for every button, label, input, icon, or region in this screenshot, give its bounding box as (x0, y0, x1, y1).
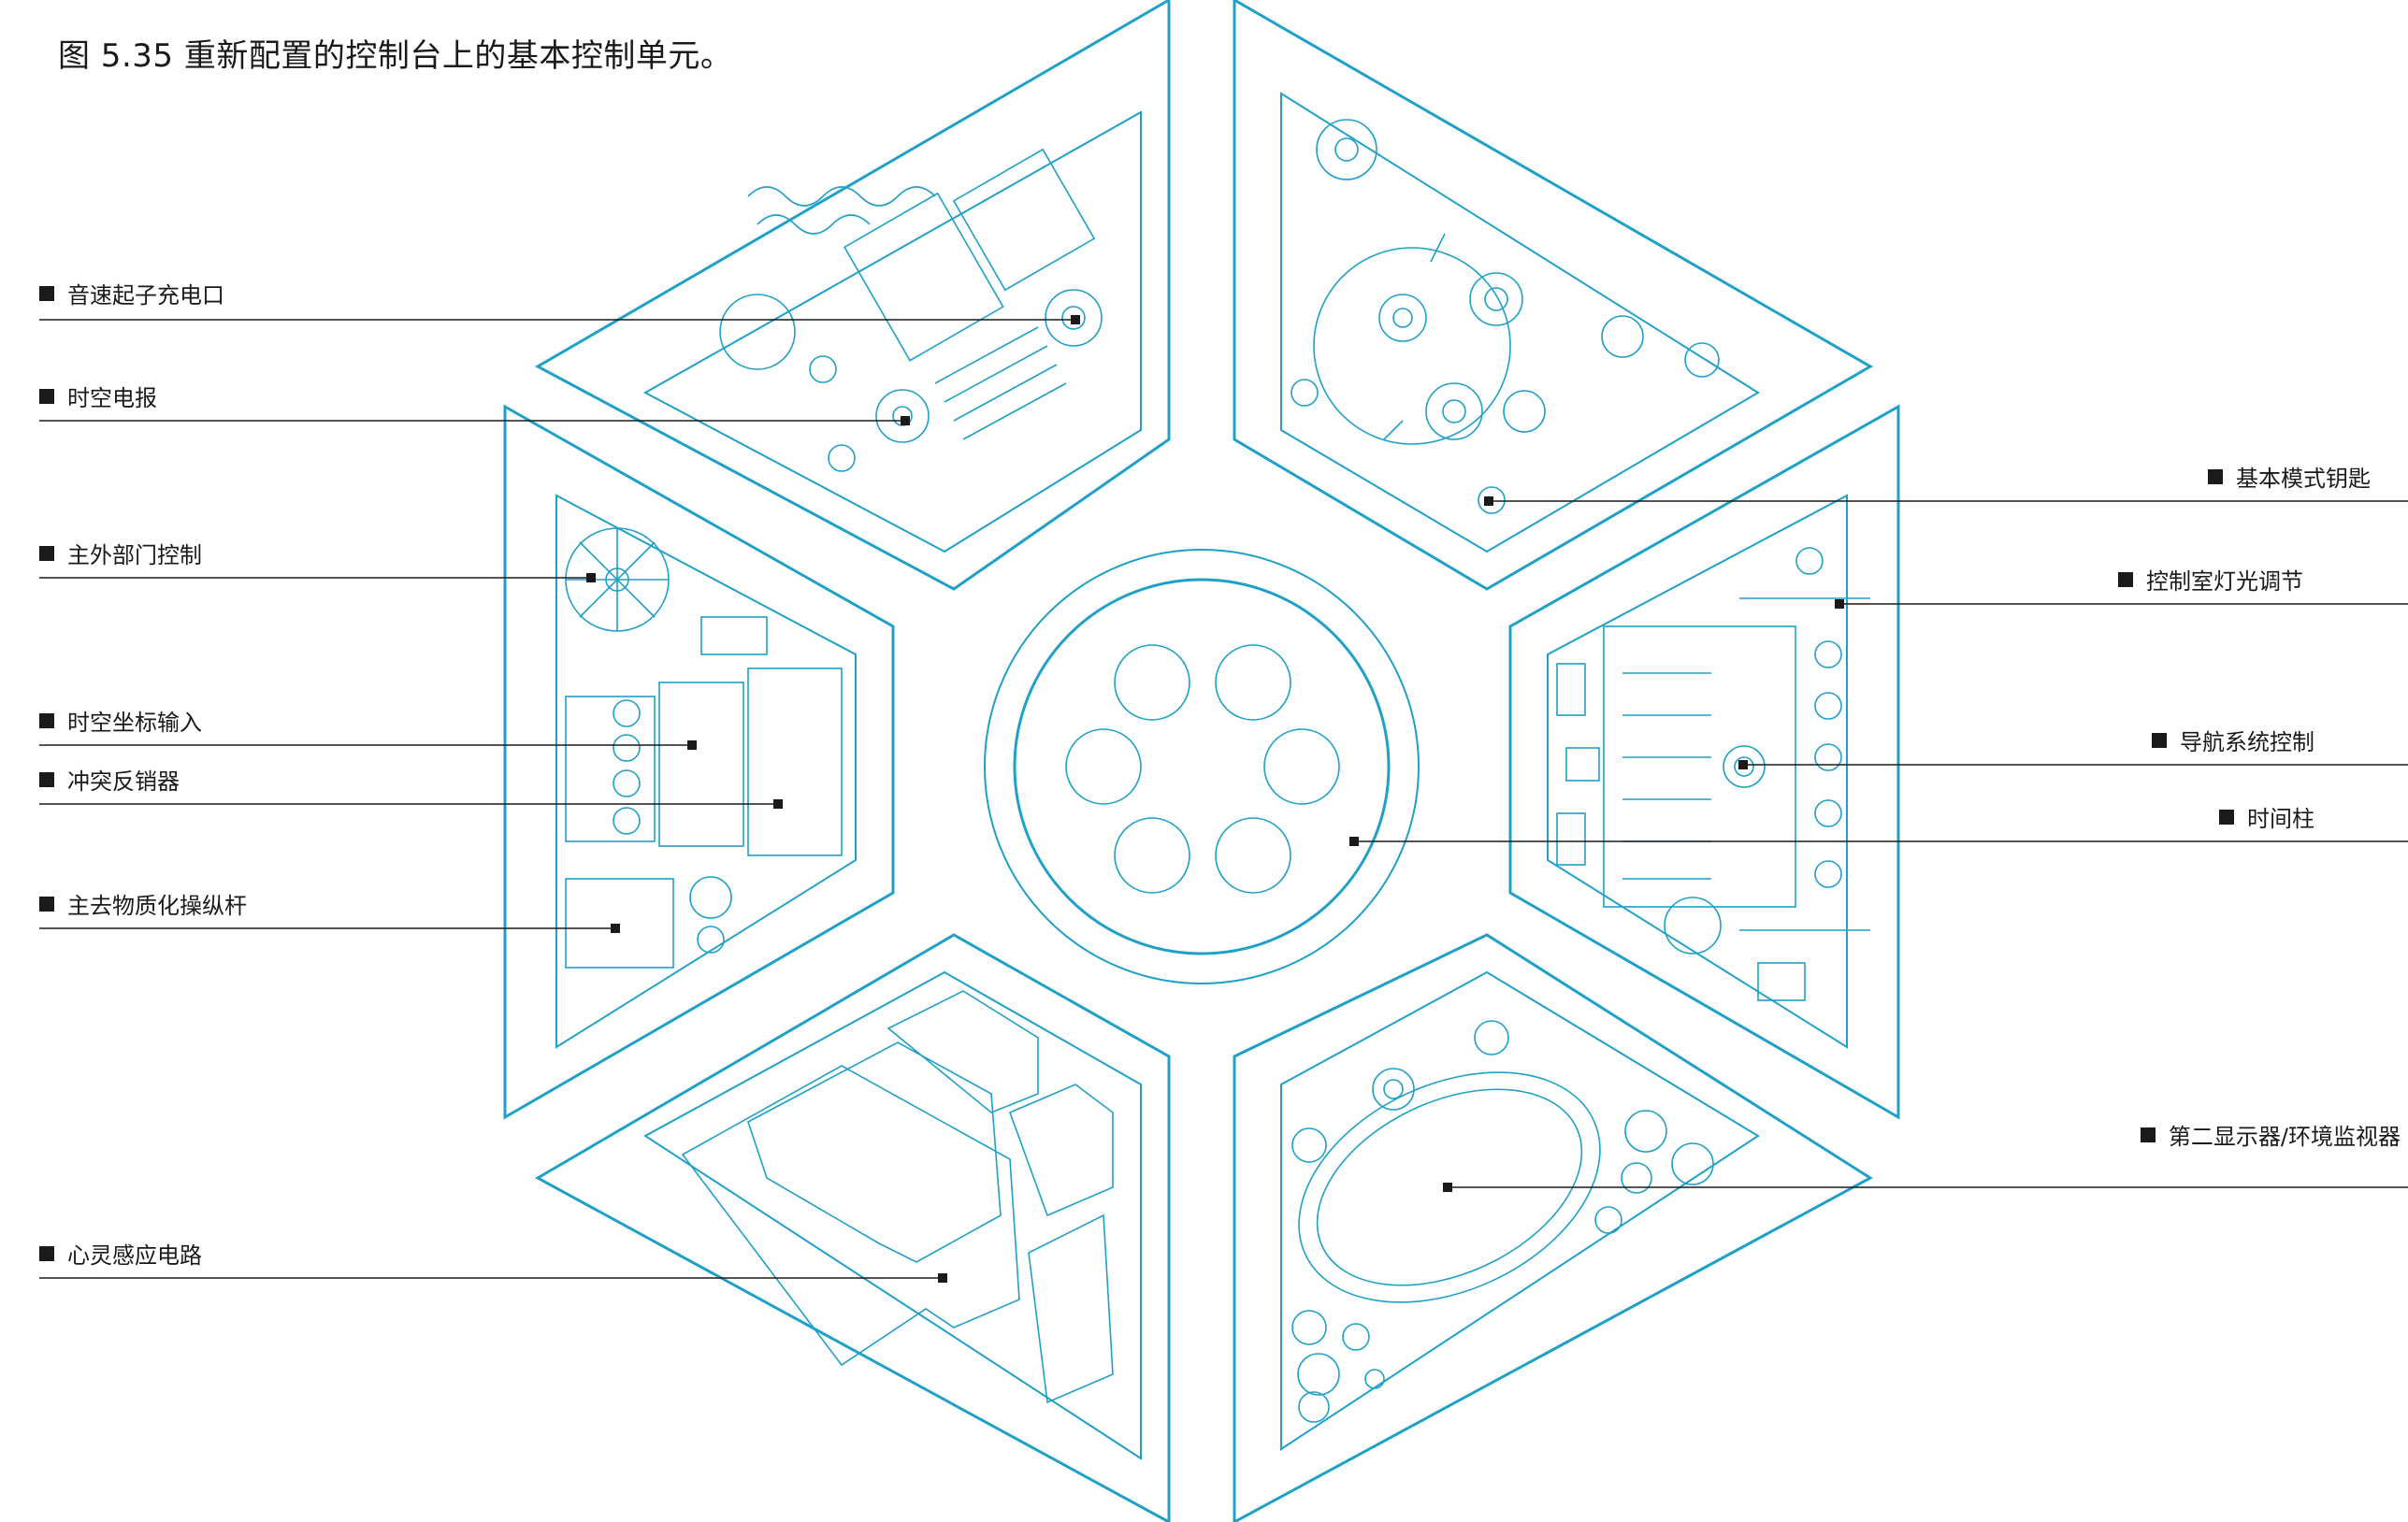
label-text: 时空电报 (67, 380, 157, 412)
label-text: 音速起子充电口 (67, 277, 224, 309)
label-bullet (39, 713, 54, 728)
label-telepathic-circuits: 心灵感应电路 (39, 1237, 202, 1270)
label-bullet (39, 772, 54, 787)
label-text: 时空坐标输入 (67, 704, 202, 737)
label-text: 控制室灯光调节 (2146, 563, 2303, 596)
label-dematerialisation-lever: 主去物质化操纵杆 (39, 887, 247, 920)
label-bullet (39, 286, 54, 301)
label-bullet (2141, 1127, 2156, 1142)
label-bullet (2118, 572, 2133, 587)
label-bullet (39, 1246, 54, 1261)
figure-caption: 图 5.35 重新配置的控制台上的基本控制单元。 (58, 30, 732, 76)
label-text: 导航系统控制 (2180, 724, 2314, 756)
label-base-mode-key: 基本模式钥匙 (2208, 460, 2371, 493)
label-text: 主外部门控制 (67, 537, 202, 569)
label-text: 第二显示器/环境监视器 (2169, 1118, 2401, 1151)
label-text: 心灵感应电路 (67, 1237, 202, 1270)
label-text: 冲突反销器 (67, 763, 180, 796)
label-space-time-telegraph: 时空电报 (39, 380, 157, 412)
label-time-rotor: 时间柱 (2219, 800, 2314, 833)
label-coordinate-input: 时空坐标输入 (39, 704, 202, 737)
label-navigation-control: 导航系统控制 (2152, 724, 2314, 756)
label-main-door-control: 主外部门控制 (39, 537, 202, 569)
label-text: 基本模式钥匙 (2236, 460, 2371, 493)
center-hub (985, 550, 1419, 984)
label-bullet (2219, 810, 2234, 825)
label-text: 时间柱 (2247, 800, 2314, 833)
label-sonic-screwdriver-port: 音速起子充电口 (39, 277, 224, 309)
label-bullet (39, 389, 54, 404)
label-bullet (2152, 733, 2167, 748)
label-secondary-monitor: 第二显示器/环境监视器 (2141, 1118, 2401, 1151)
label-bullet (39, 897, 54, 912)
label-conflict-counter: 冲突反销器 (39, 763, 180, 796)
label-bullet (39, 546, 54, 561)
label-bullet (2208, 469, 2223, 484)
label-text: 主去物质化操纵杆 (67, 887, 247, 920)
label-lighting-control: 控制室灯光调节 (2118, 563, 2303, 596)
